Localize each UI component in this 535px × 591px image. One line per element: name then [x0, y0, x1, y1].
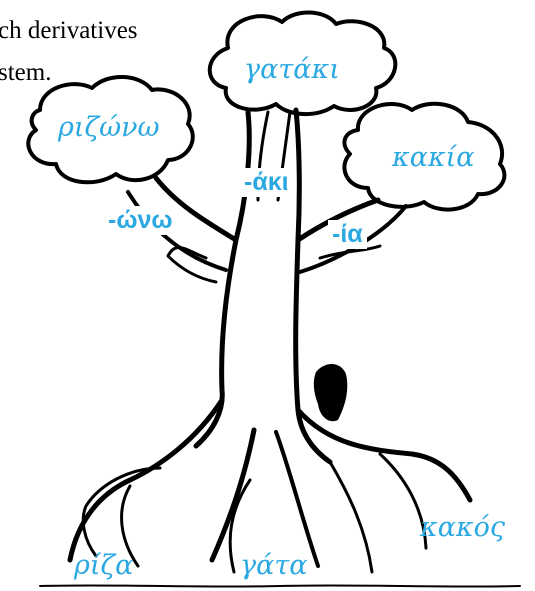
root-word-center: γάτα	[240, 552, 308, 579]
leaf-word-left: ριζώνω	[58, 114, 160, 141]
suffix-right: -ία	[328, 220, 367, 249]
root-center	[212, 430, 254, 560]
root-word-right: κακός	[420, 514, 505, 541]
root-right-c	[330, 462, 372, 572]
suffix-left: -ώνω	[104, 206, 176, 235]
root-word-left: ρίζα	[74, 552, 133, 579]
leaf-word-right: κακία	[392, 144, 474, 171]
ground-line	[40, 585, 520, 586]
suffix-center: -άκι	[240, 168, 293, 197]
caption-line-2: stem.	[0, 58, 51, 88]
root-center-b	[276, 432, 318, 566]
trunk-hollow	[314, 364, 347, 421]
caption-line-1: ch derivatives	[0, 16, 138, 46]
leaf-word-center: γατάκι	[244, 56, 340, 83]
root-left	[70, 400, 222, 560]
